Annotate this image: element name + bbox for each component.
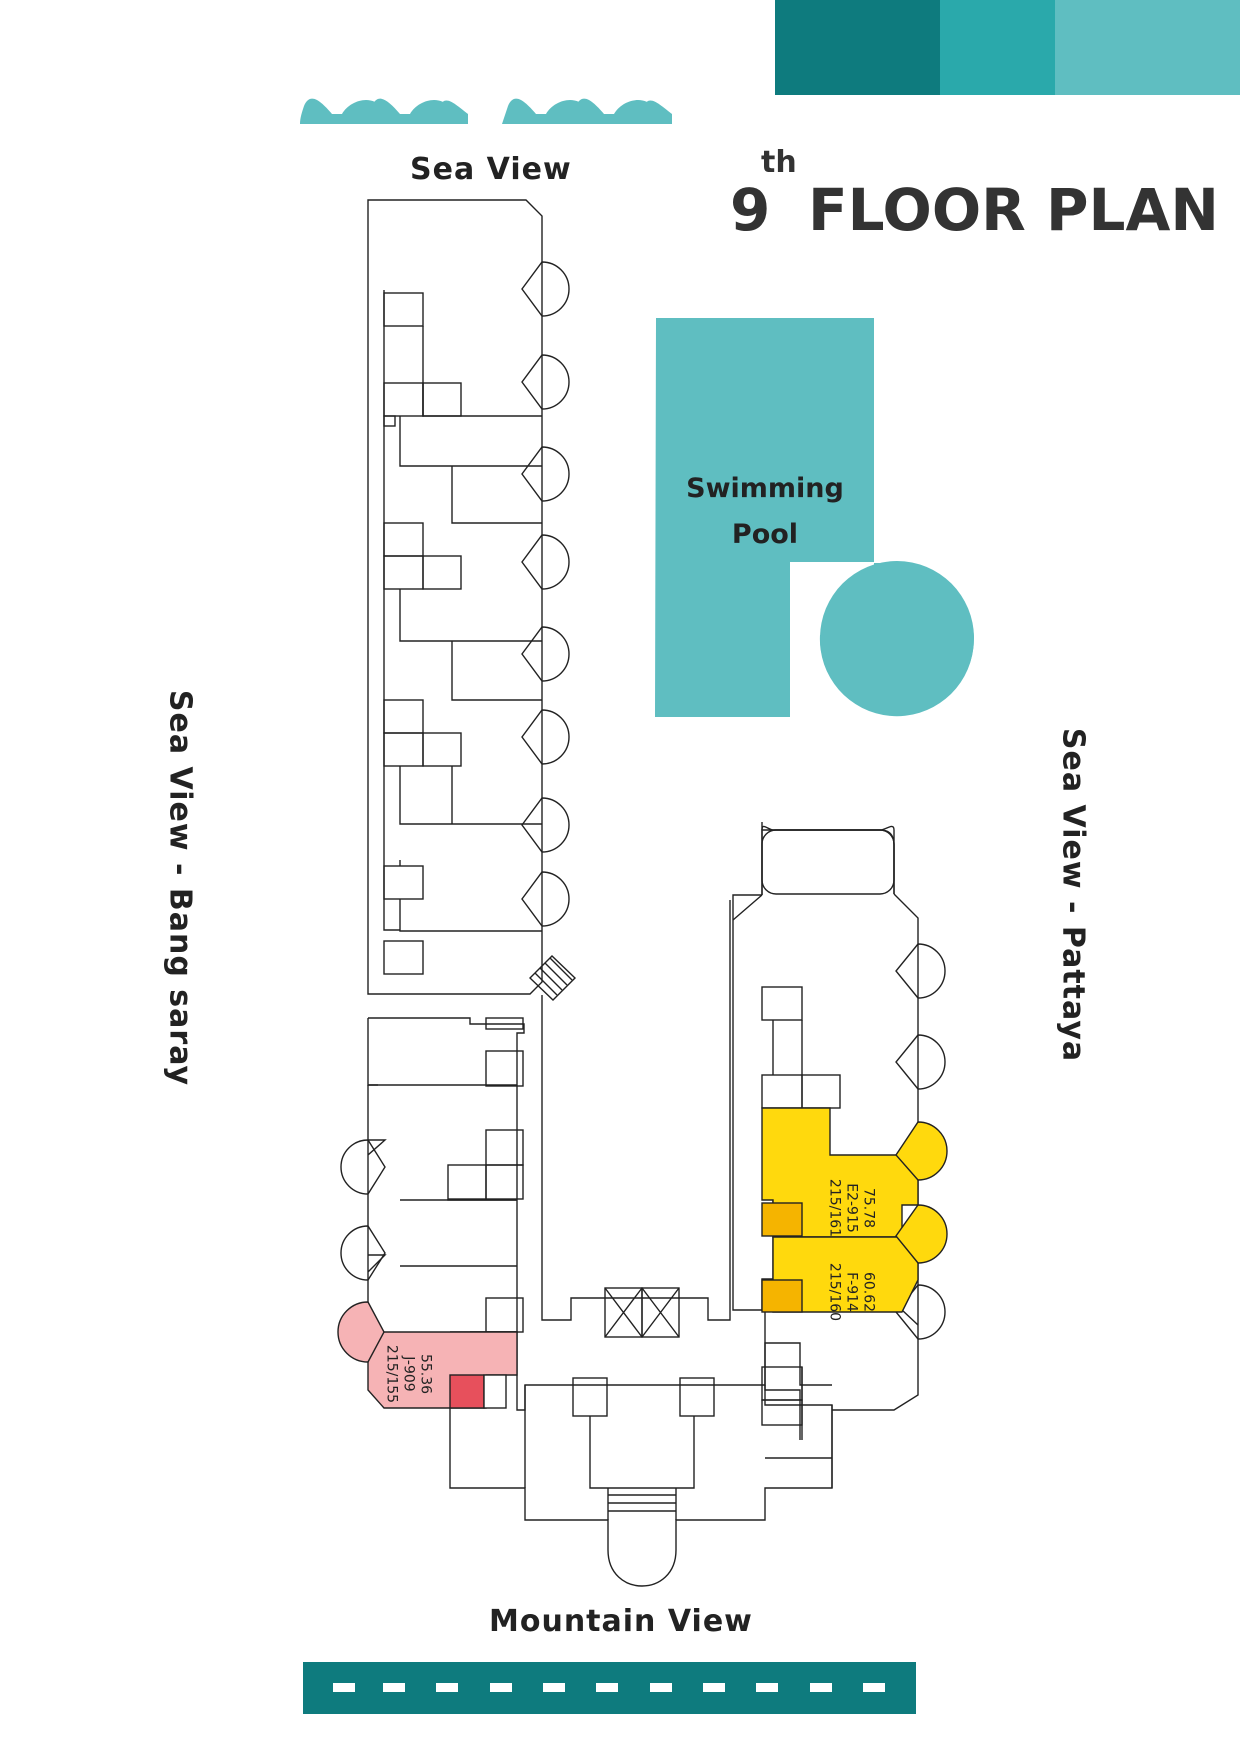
wave-icon [502, 98, 672, 124]
unit-area: 55.36 [417, 1353, 434, 1395]
unit-area: 75.78 [860, 1187, 877, 1229]
unit-f-914 [761, 1204, 948, 1313]
unit-j-909 [337, 1301, 518, 1409]
unit-address: 215/155 [383, 1344, 400, 1404]
page-title: FLOOR PLAN [808, 176, 1219, 244]
unit-label-e2-915[interactable]: 75.78 E2-915 215/161 [826, 1179, 877, 1237]
label-top-view: Sea View [410, 152, 572, 187]
header-color-bar-1 [775, 0, 940, 95]
unit-code: E2-915 [843, 1183, 860, 1233]
swimming-pool [655, 318, 974, 717]
label-left-view: Sea View - Bang saray [162, 689, 198, 1087]
label-right-view: Sea View - Pattaya [1055, 727, 1091, 1063]
wave-icon [300, 98, 468, 124]
header-color-bar-3 [1055, 0, 1240, 95]
unit-area: 60.62 [860, 1271, 877, 1313]
bottom-bar-dashes [333, 1683, 885, 1692]
stairs-icon [528, 955, 577, 1001]
left-tower-outline [367, 199, 543, 995]
header-color-bar-2 [940, 0, 1055, 95]
unit-label-j-909[interactable]: 55.36 J-909 215/155 [383, 1345, 434, 1403]
unit-e2-915 [761, 1107, 948, 1238]
pool-label-line-1: Swimming [686, 473, 844, 504]
pool-label-line-2: Pool [731, 519, 799, 550]
floor-suffix: th [761, 145, 797, 180]
unit-address: 215/160 [826, 1262, 843, 1322]
unit-code: F-914 [843, 1272, 860, 1312]
unit-address: 215/161 [826, 1178, 843, 1238]
unit-code: J-909 [400, 1356, 417, 1392]
pool-label: Swimming Pool [656, 466, 874, 558]
label-bottom-view: Mountain View [489, 1604, 753, 1639]
floor-number: 9 [730, 176, 771, 244]
unit-label-f-914[interactable]: 60.62 F-914 215/160 [826, 1263, 877, 1321]
